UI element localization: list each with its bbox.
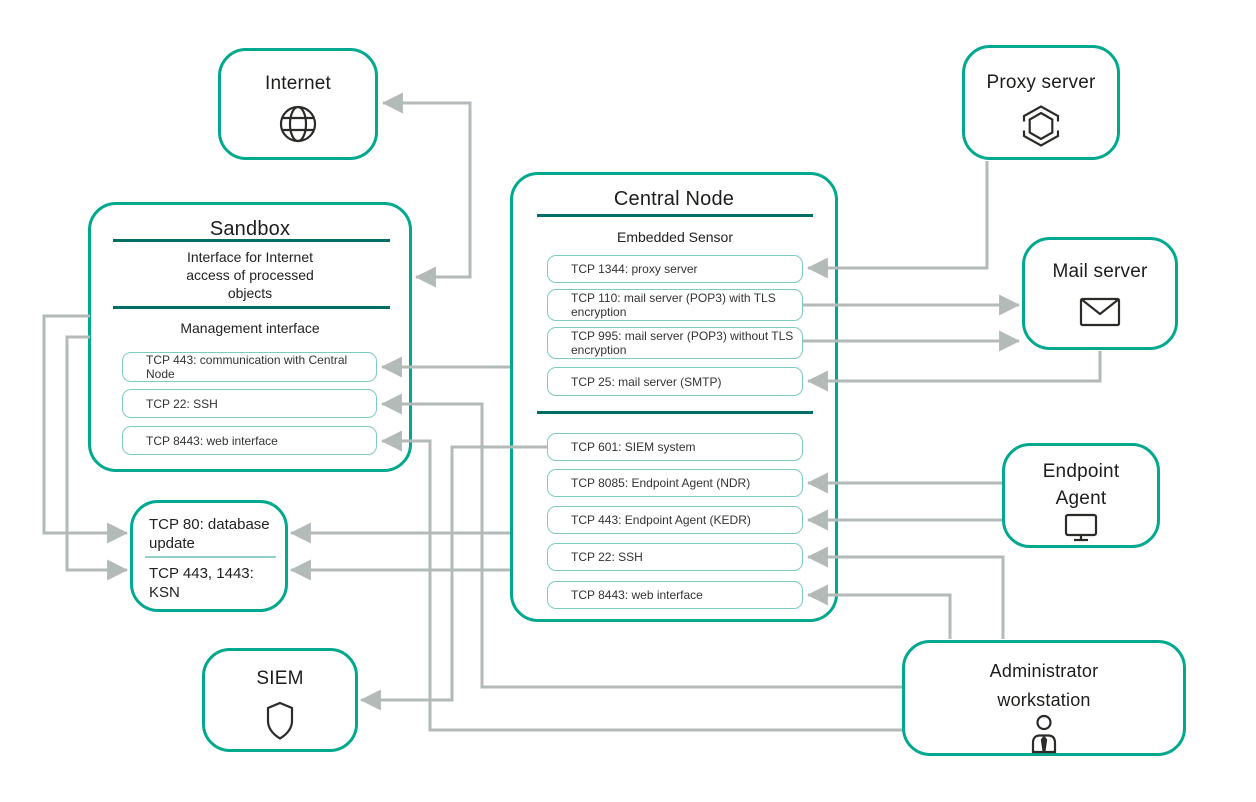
- central-row-tcp110-label: TCP 110: mail server (POP3) with TLS enc…: [571, 291, 776, 319]
- shield-icon: [205, 695, 355, 747]
- central-divider-top: [537, 214, 813, 217]
- ksn-label: TCP 443, 1443: KSN: [149, 565, 254, 601]
- connector-mail-to-tcp25: [806, 351, 1102, 392]
- proxy-server-node: Proxy server: [962, 45, 1120, 160]
- central-divider-middle: [537, 411, 813, 414]
- central-row-tcp8085: TCP 8085: Endpoint Agent (NDR): [547, 469, 803, 497]
- endpoint-agent-title: Endpoint Agent: [1042, 461, 1120, 509]
- globe-icon: [221, 103, 375, 145]
- ksn-divider: [145, 556, 276, 558]
- monitor-icon: [1005, 510, 1157, 544]
- connector-sandbox-internet-up: [381, 92, 472, 190]
- sandbox-title: Sandbox: [209, 218, 291, 240]
- central-row-tcp995-label: TCP 995: mail server (POP3) without TLS …: [571, 329, 794, 357]
- central-row-tcp443kedr: TCP 443: Endpoint Agent (KEDR): [547, 506, 803, 534]
- embedded-sensor-label: Embedded Sensor: [617, 229, 733, 245]
- update-ksn-node: TCP 80: database update TCP 443, 1443: K…: [130, 500, 288, 612]
- sandbox-row-tcp22: TCP 22: SSH: [122, 389, 377, 418]
- central-row-tcp22: TCP 22: SSH: [547, 543, 803, 571]
- internet-node: Internet: [218, 48, 378, 160]
- proxy-server-title: Proxy server: [986, 72, 1096, 93]
- central-row-tcp22-label: TCP 22: SSH: [571, 550, 643, 564]
- internet-title: Internet: [264, 73, 332, 94]
- sandbox-row-tcp22-label: TCP 22: SSH: [146, 396, 218, 411]
- sandbox-row-tcp8443: TCP 8443: web interface: [122, 426, 377, 455]
- database-update-label: TCP 80: database update: [149, 516, 270, 552]
- central-row-tcp443kedr-label: TCP 443: Endpoint Agent (KEDR): [571, 513, 751, 527]
- mail-server-title: Mail server: [1052, 261, 1148, 282]
- sandbox-internet-interface-label: Interface for Internet access of process…: [186, 249, 314, 301]
- sandbox-divider-top: [113, 239, 390, 242]
- central-row-tcp601: TCP 601: SIEM system: [547, 433, 803, 461]
- envelope-icon: [1025, 292, 1175, 332]
- sandbox-row-tcp443-label: TCP 443: communication with Central Node: [146, 353, 348, 381]
- person-icon: [905, 713, 1183, 755]
- mail-server-node: Mail server: [1022, 237, 1178, 350]
- central-row-tcp8443-label: TCP 8443: web interface: [571, 588, 703, 602]
- central-row-tcp25-label: TCP 25: mail server (SMTP): [571, 374, 722, 389]
- central-row-tcp1344: TCP 1344: proxy server: [547, 255, 803, 283]
- administrator-workstation-node: Administrator workstation: [902, 640, 1186, 756]
- proxy-icon: [965, 103, 1117, 149]
- sandbox-row-tcp8443-label: TCP 8443: web interface: [146, 433, 278, 448]
- sandbox-divider-bottom: [113, 306, 390, 309]
- central-row-tcp601-label: TCP 601: SIEM system: [571, 440, 696, 454]
- central-row-tcp1344-label: TCP 1344: proxy server: [571, 262, 698, 276]
- central-node-title: Central Node: [613, 188, 735, 210]
- siem-node: SIEM: [202, 648, 358, 752]
- central-row-tcp8085-label: TCP 8085: Endpoint Agent (NDR): [571, 476, 751, 490]
- endpoint-agent-node: Endpoint Agent: [1002, 443, 1160, 548]
- administrator-workstation-title: Administrator workstation: [989, 661, 1099, 710]
- central-row-tcp8443: TCP 8443: web interface: [547, 581, 803, 609]
- sandbox-row-tcp443: TCP 443: communication with Central Node: [122, 352, 377, 382]
- central-row-tcp995: TCP 995: mail server (POP3) without TLS …: [547, 327, 803, 359]
- central-row-tcp110: TCP 110: mail server (POP3) with TLS enc…: [547, 289, 803, 321]
- connector-sandbox-internet-down: [414, 190, 472, 288]
- siem-title: SIEM: [256, 668, 304, 689]
- sandbox-management-label: Management interface: [180, 320, 320, 336]
- central-row-tcp25: TCP 25: mail server (SMTP): [547, 367, 803, 396]
